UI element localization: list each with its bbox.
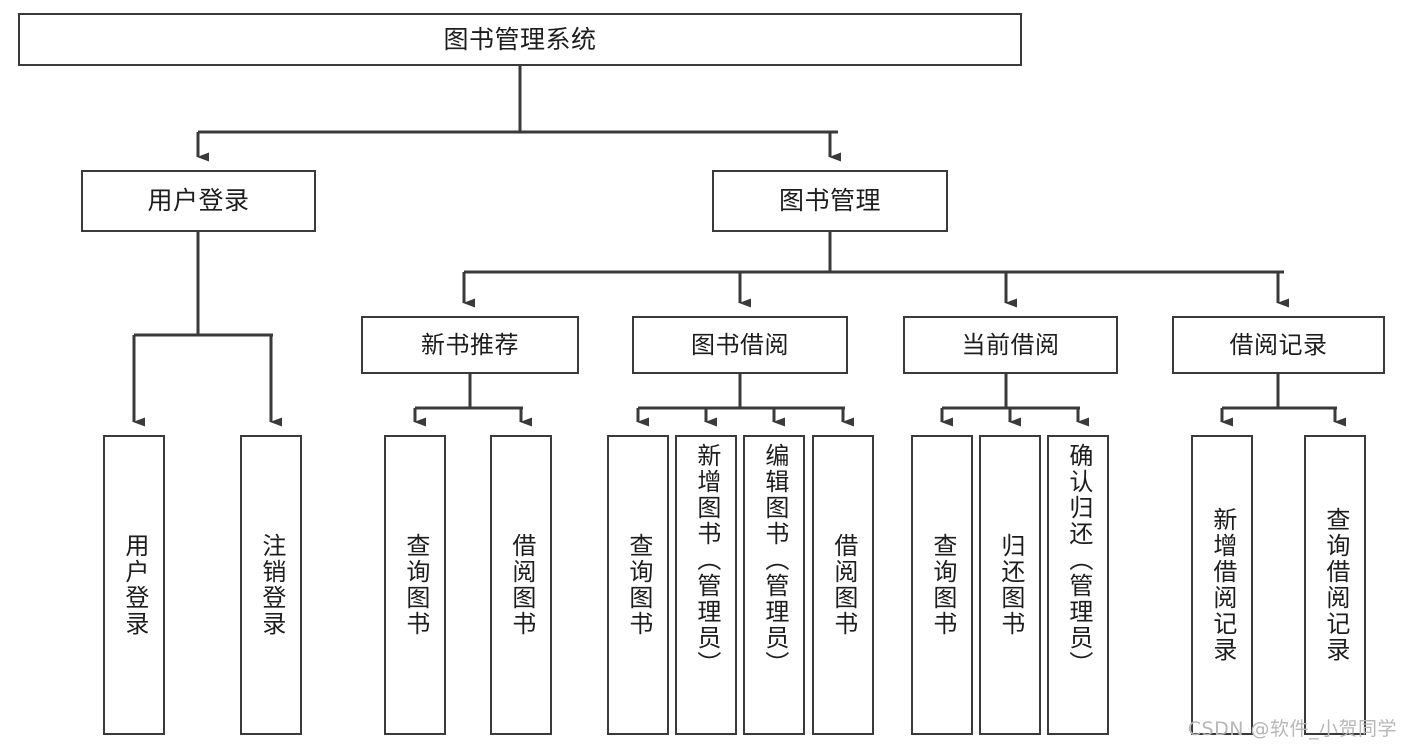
- node-user-login-label: 用户登录: [147, 186, 250, 216]
- node-leaf-user-logout[interactable]: 注销登录: [240, 435, 302, 735]
- node-leaf-add-record[interactable]: 新增借阅记录: [1191, 435, 1253, 735]
- node-leaf-query-book-1[interactable]: 查询图书: [384, 435, 446, 735]
- node-root-book-management-system[interactable]: 图书管理系统: [18, 13, 1022, 66]
- node-book-management[interactable]: 图书管理: [712, 170, 948, 232]
- node-leaf-query-book-2-label: 查询图书: [624, 533, 653, 637]
- node-leaf-edit-book-label: 编辑图书（管理员）: [760, 443, 789, 677]
- node-leaf-confirm-return[interactable]: 确认归还（管理员）: [1047, 435, 1109, 735]
- node-current-borrow-label: 当前借阅: [961, 330, 1060, 359]
- node-leaf-edit-book[interactable]: 编辑图书（管理员）: [743, 435, 805, 735]
- node-leaf-user-login-label: 用户登录: [120, 533, 149, 637]
- node-leaf-query-record[interactable]: 查询借阅记录: [1304, 435, 1366, 735]
- node-new-book-recommend-label: 新书推荐: [421, 330, 519, 359]
- node-leaf-user-logout-label: 注销登录: [257, 533, 286, 637]
- node-leaf-add-record-label: 新增借阅记录: [1208, 507, 1237, 663]
- node-user-login[interactable]: 用户登录: [81, 170, 316, 232]
- node-book-borrow[interactable]: 图书借阅: [632, 316, 848, 374]
- node-leaf-confirm-return-label: 确认归还（管理员）: [1064, 443, 1093, 677]
- node-leaf-borrow-book-2-label: 借阅图书: [829, 533, 858, 637]
- node-leaf-query-book-3[interactable]: 查询图书: [911, 435, 973, 735]
- node-leaf-borrow-book-2[interactable]: 借阅图书: [812, 435, 874, 735]
- node-leaf-borrow-book-1-label: 借阅图书: [507, 533, 536, 637]
- node-leaf-borrow-book-1[interactable]: 借阅图书: [490, 435, 552, 735]
- node-new-book-recommend[interactable]: 新书推荐: [361, 316, 579, 374]
- node-leaf-return-book-label: 归还图书: [996, 533, 1025, 637]
- node-leaf-query-book-2[interactable]: 查询图书: [607, 435, 669, 735]
- node-leaf-query-book-1-label: 查询图书: [401, 533, 430, 637]
- node-leaf-add-book-label: 新增图书（管理员）: [692, 443, 721, 677]
- node-borrow-record-label: 借阅记录: [1229, 330, 1328, 359]
- node-leaf-add-book[interactable]: 新增图书（管理员）: [675, 435, 737, 735]
- node-leaf-user-login[interactable]: 用户登录: [103, 435, 165, 735]
- node-borrow-record[interactable]: 借阅记录: [1172, 316, 1385, 374]
- node-book-management-label: 图书管理: [778, 186, 881, 216]
- node-root-label: 图书管理系统: [443, 24, 597, 54]
- node-current-borrow[interactable]: 当前借阅: [903, 316, 1118, 374]
- node-leaf-return-book[interactable]: 归还图书: [979, 435, 1041, 735]
- node-book-borrow-label: 图书借阅: [691, 330, 789, 359]
- node-leaf-query-record-label: 查询借阅记录: [1321, 507, 1350, 663]
- node-leaf-query-book-3-label: 查询图书: [928, 533, 957, 637]
